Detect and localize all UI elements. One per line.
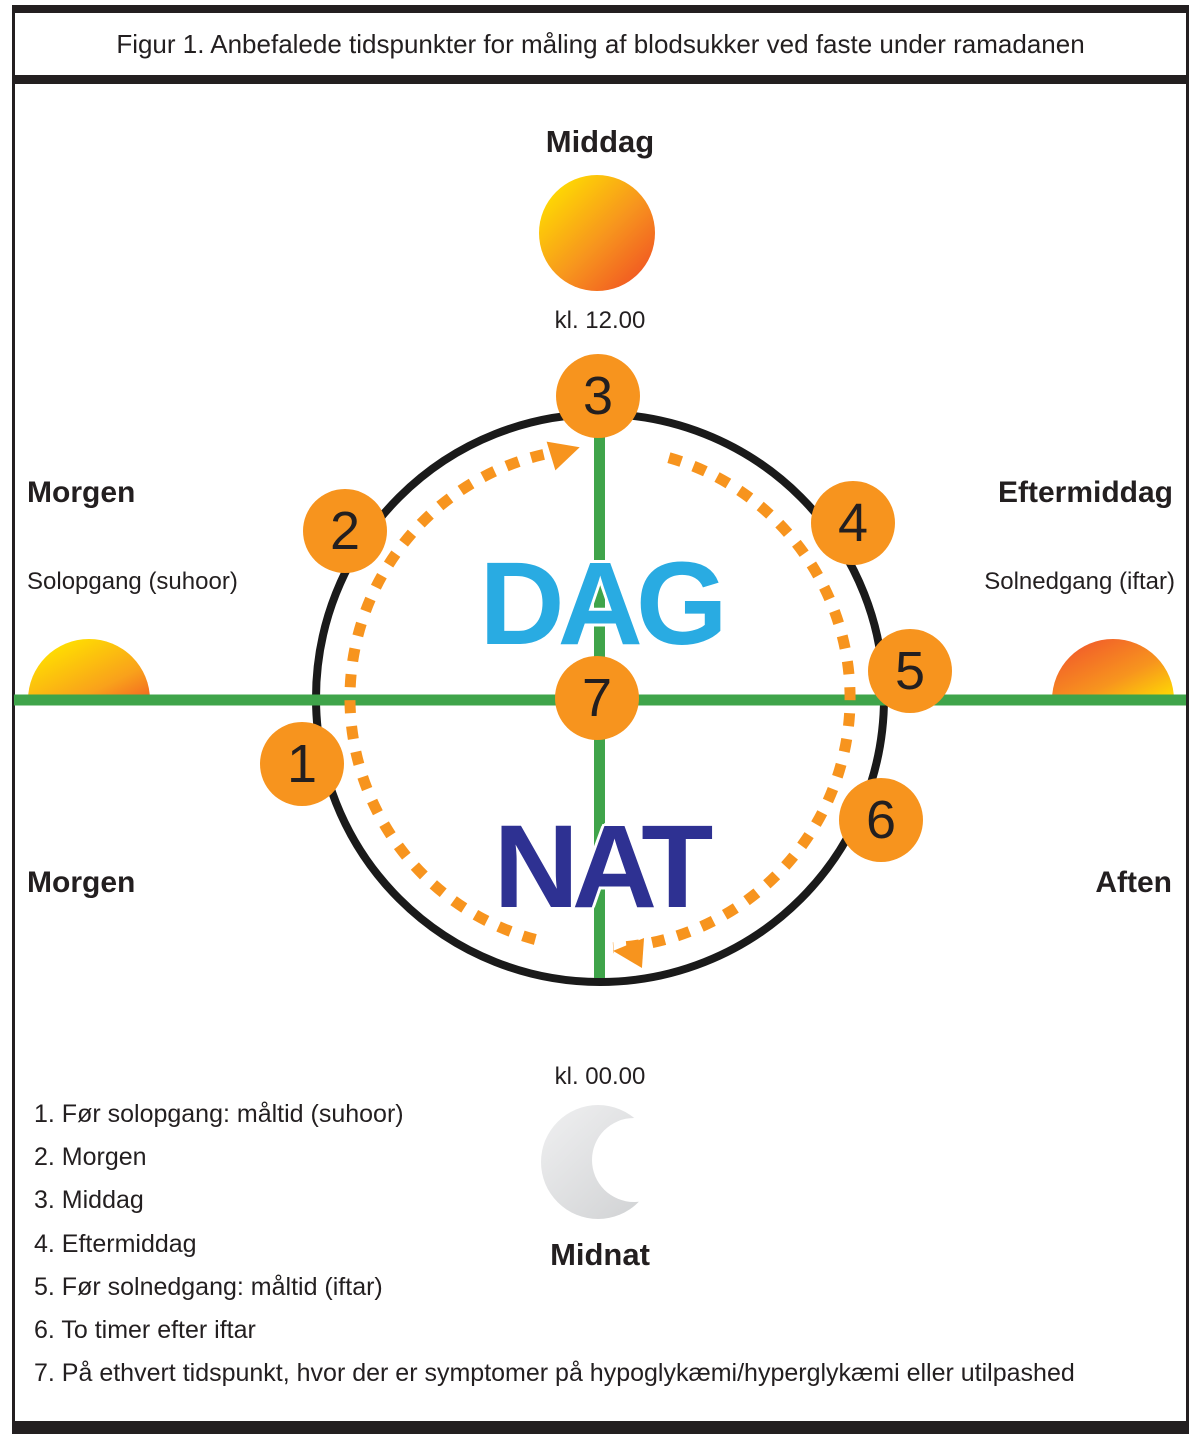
- marker-4: 4: [811, 481, 895, 565]
- marker-1: 1: [260, 722, 344, 806]
- morning-lower-label: Morgen: [27, 866, 136, 899]
- marker-5: 5: [868, 629, 952, 713]
- marker-7: 7: [555, 656, 639, 740]
- noon-label: Middag: [545, 124, 655, 159]
- crescent-moon-icon: [520, 1085, 690, 1245]
- night-label: NAT: [493, 801, 714, 933]
- morning-upper-label: Morgen: [27, 476, 136, 509]
- clockwise-dashed-arc-right: [612, 452, 856, 954]
- midnight-label: Midnat: [550, 1237, 650, 1272]
- frame-border-left: [12, 5, 15, 1434]
- evening-label: Aften: [1095, 866, 1172, 899]
- clockwise-arrowhead-top: [546, 441, 580, 471]
- figure-title: Figur 1. Anbefalede tidspunkter for måli…: [116, 28, 1085, 59]
- midnight-time-label: kl. 00.00: [554, 1063, 646, 1090]
- legend-item-3: 3. Middag: [34, 1186, 144, 1215]
- legend-item-6: 6. To timer efter iftar: [34, 1316, 256, 1345]
- legend-item-7: 7. På ethvert tidspunkt, hvor der er sym…: [34, 1359, 1075, 1388]
- sun-icon: [539, 175, 655, 291]
- sunset-label: Solnedgang (iftar): [984, 568, 1175, 595]
- afternoon-label: Eftermiddag: [997, 476, 1173, 509]
- frame-border-bottom: [12, 1421, 1189, 1434]
- legend-item-4: 4. Eftermiddag: [34, 1229, 197, 1258]
- noon-time-label: kl. 12.00: [554, 307, 646, 334]
- sunset-half-sun-icon: [1052, 639, 1174, 700]
- clockwise-arrowhead-bottom: [613, 938, 645, 968]
- legend-item-1: 1. Før solopgang: måltid (suhoor): [34, 1100, 404, 1128]
- figure-title-bar: Figur 1. Anbefalede tidspunkter for måli…: [15, 13, 1186, 75]
- legend: 1. Før solopgang: måltid (suhoor) 2. Mor…: [34, 1093, 1075, 1395]
- legend-item-5: 5. Før solnedgang: måltid (iftar): [34, 1272, 383, 1301]
- marker-3: 3: [556, 354, 640, 438]
- marker-6: 6: [839, 778, 923, 862]
- marker-2: 2: [303, 489, 387, 573]
- frame-border-top: [12, 5, 1189, 13]
- day-label: DAG: [479, 538, 727, 670]
- title-separator: [12, 75, 1189, 84]
- sunrise-half-sun-icon: [28, 639, 150, 700]
- frame-border-right: [1186, 5, 1189, 1434]
- legend-item-2: 2. Morgen: [34, 1143, 147, 1172]
- sunrise-label: Solopgang (suhoor): [27, 568, 238, 595]
